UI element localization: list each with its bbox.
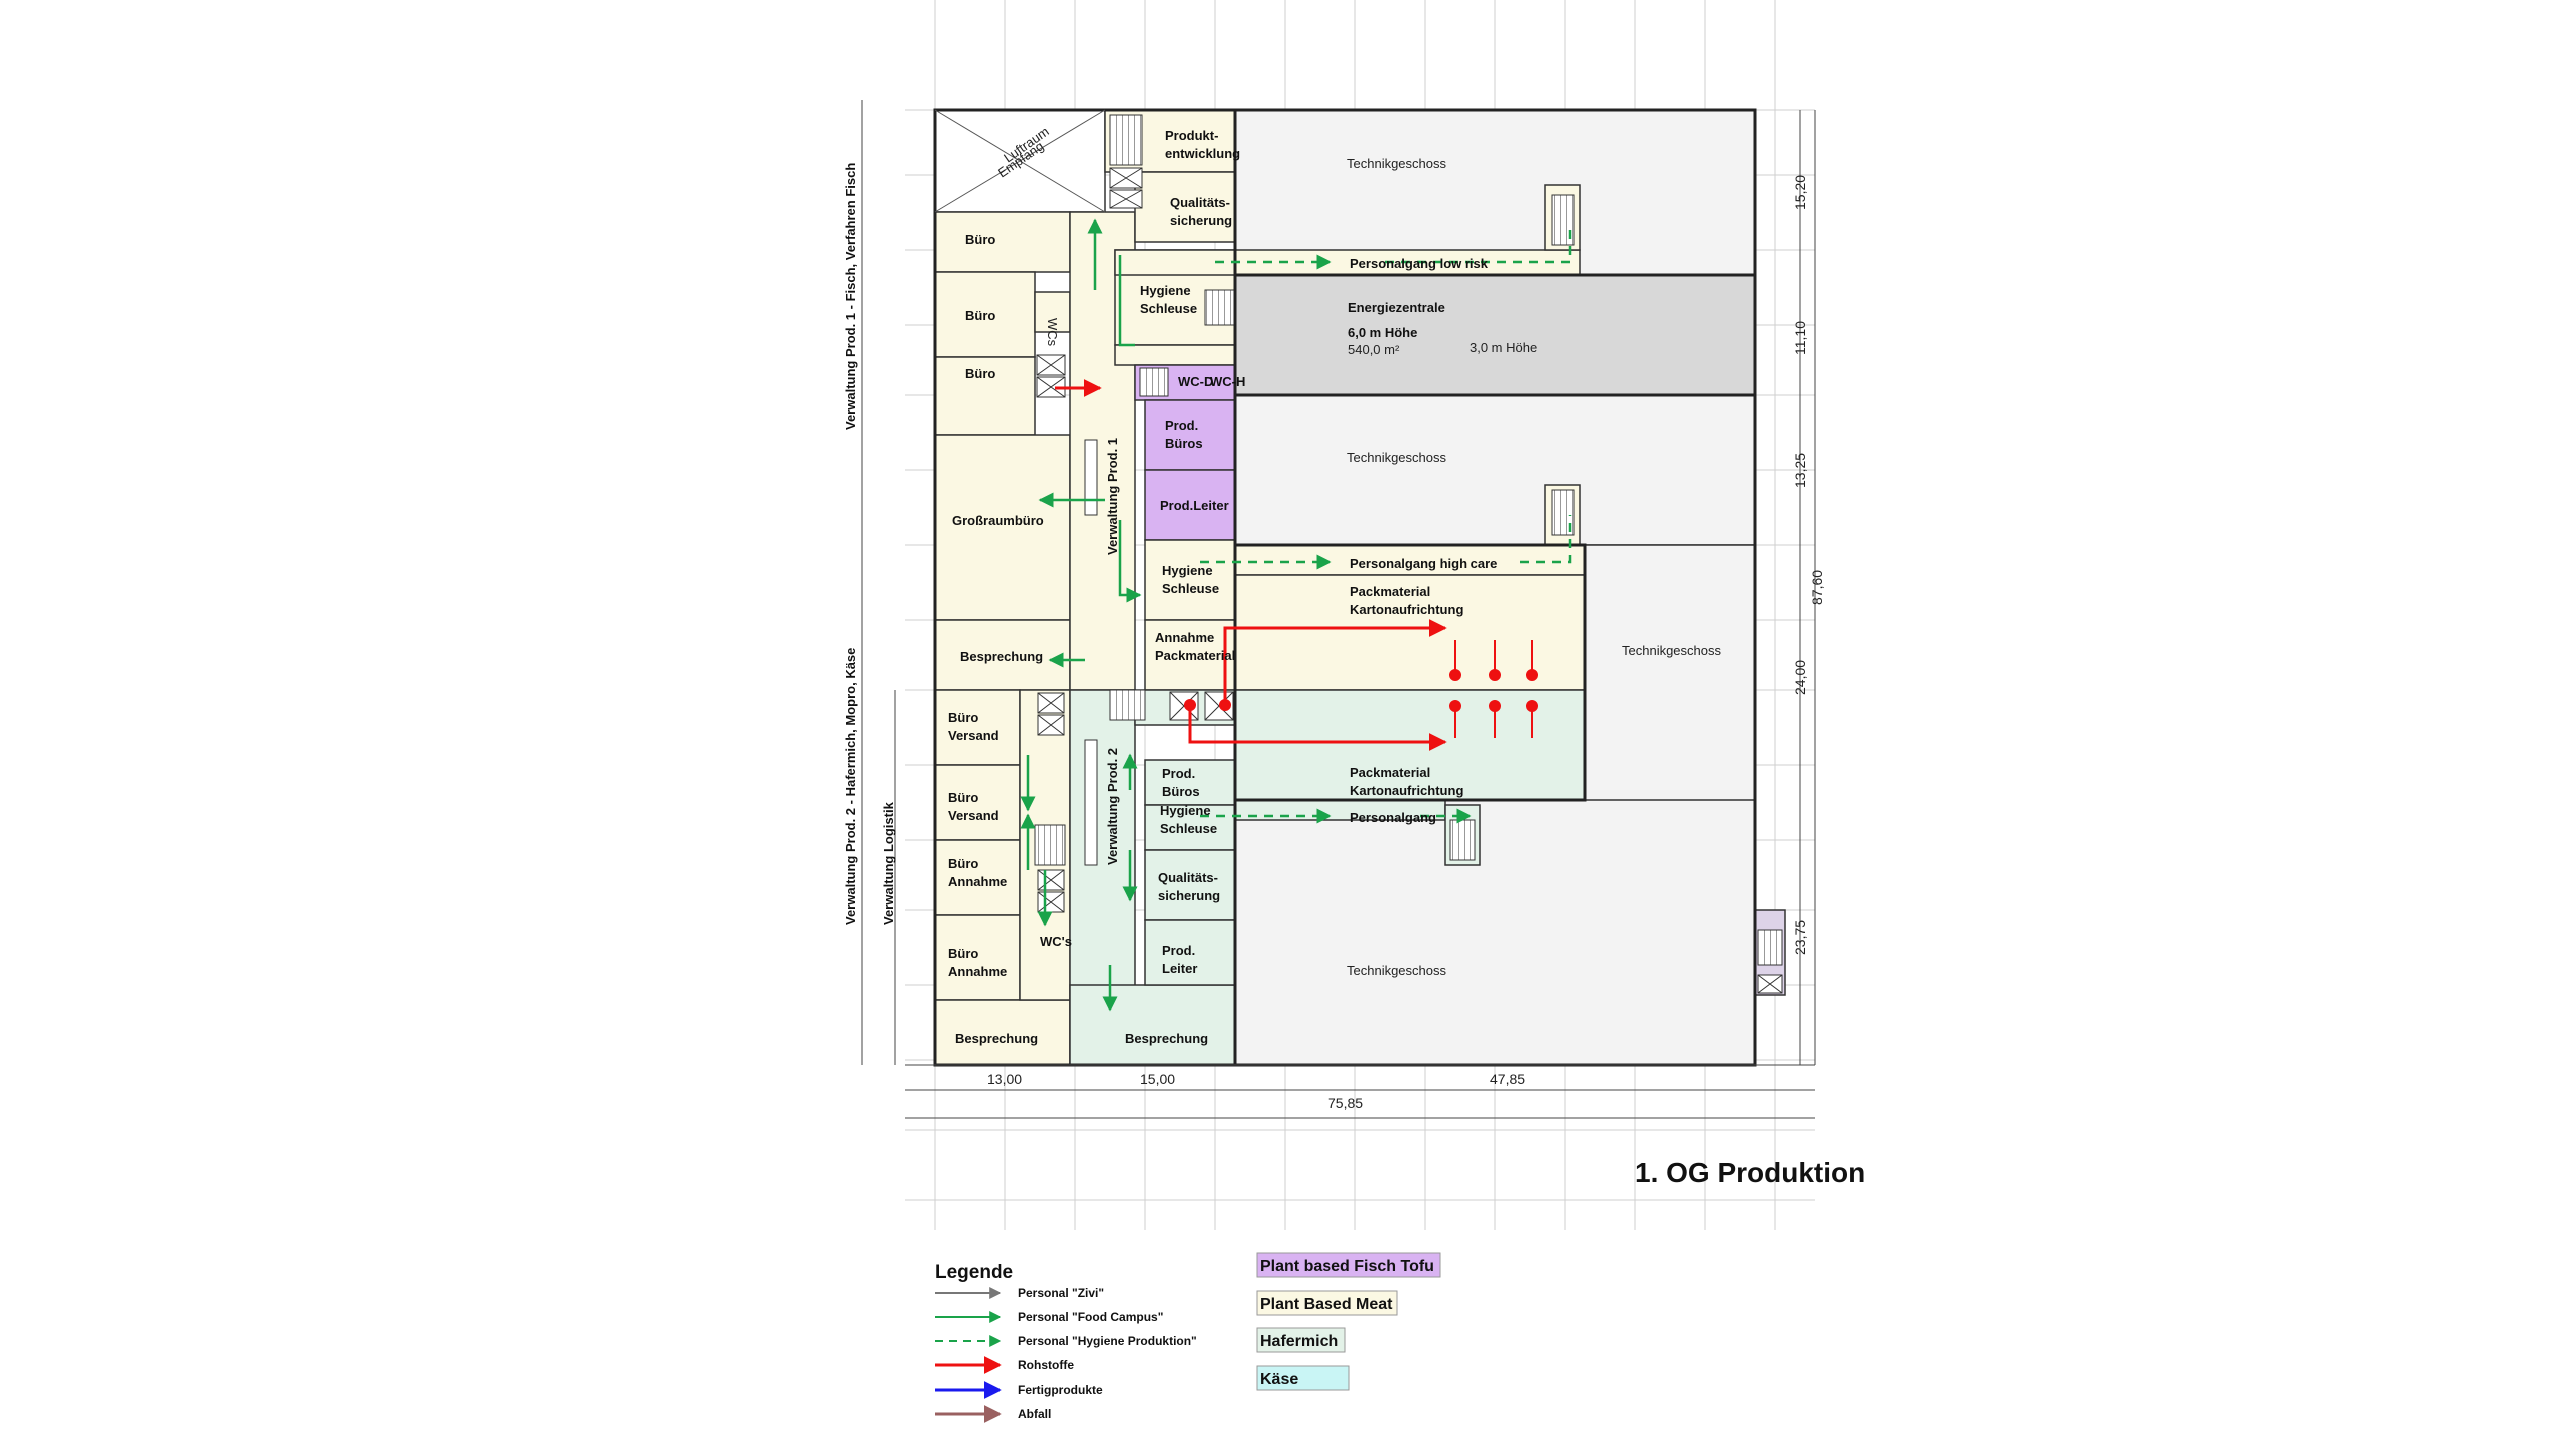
wc-d-label: WC-D [1178, 374, 1213, 389]
dim-47-85: 47,85 [1490, 1071, 1525, 1087]
besprechung-bottom-mid-label: Besprechung [1125, 1031, 1208, 1046]
swatch-fisch-label: Plant based Fisch Tofu [1260, 1258, 1434, 1275]
technik-4-label: Technikgeschoss [1347, 963, 1446, 978]
wcs-bottom-label: WC's [1040, 934, 1072, 949]
grossraumbuero-label: Großraumbüro [952, 513, 1044, 528]
legend-item-fertigprodukte: Fertigprodukte [1018, 1383, 1103, 1397]
dim-13-25: 13,25 [1792, 453, 1808, 488]
legend-item-abfall: Abfall [1018, 1407, 1051, 1421]
dim-15-20: 15,20 [1792, 175, 1808, 210]
energie-hoehe-label: 6,0 m Höhe [1348, 325, 1417, 340]
dimension-lines [861, 100, 1816, 1119]
wc-h-label: WC-H [1210, 374, 1245, 389]
legend-item-rohstoffe: Rohstoffe [1018, 1358, 1074, 1372]
prod-leiter-1-label: Prod.Leiter [1160, 498, 1229, 513]
dim-15-00: 15,00 [1140, 1071, 1175, 1087]
produktentwicklung-label: Produkt-entwicklung [1165, 128, 1240, 161]
legend-item-food-campus: Personal "Food Campus" [1018, 1310, 1163, 1324]
swatch-kaese [1256, 1365, 1350, 1391]
dim-23-75: 23,75 [1792, 920, 1808, 955]
side-label-prod1: Verwaltung Prod. 1 - Fisch, Verfahren Fi… [843, 163, 858, 430]
buero-label-2: Büro [965, 308, 995, 323]
dim-75-85: 75,85 [1328, 1095, 1363, 1111]
prod-bueros-1-label: Prod.Büros [1165, 418, 1203, 451]
buero-label-3: Büro [965, 366, 995, 381]
swatch-meat-label: Plant Based Meat [1260, 1296, 1393, 1313]
swatch-hafer [1256, 1327, 1346, 1353]
dim-24-00: 24,00 [1792, 660, 1808, 695]
personalgang-1-label: Personalgang low risk [1350, 256, 1489, 271]
besprechung-bottom-left-label: Besprechung [955, 1031, 1038, 1046]
energiezentrale-label: Energiezentrale [1348, 300, 1445, 315]
corridor-2-label: Verwaltung Prod. 2 [1105, 748, 1120, 865]
prod-bueros-2-label: Prod.Büros [1162, 766, 1200, 799]
besprechung-left-label: Besprechung [960, 649, 1043, 664]
legend-item-zivi: Personal "Zivi" [1018, 1286, 1104, 1300]
swatch-meat [1256, 1290, 1398, 1316]
flow-arrows [1020, 218, 1572, 1012]
red-markers [1184, 640, 1538, 738]
personalgang-2-label: Personalgang high care [1350, 556, 1497, 571]
corridor-1-label: Verwaltung Prod. 1 [1105, 438, 1120, 555]
prod-leiter-2-label: Prod.Leiter [1162, 943, 1197, 976]
side-label-prod2: Verwaltung Prod. 2 - Hafermich, Mopro, K… [843, 648, 858, 925]
technik-2-label: Technikgeschoss [1347, 450, 1446, 465]
energie-flaeche-label: 540,0 m² [1348, 342, 1400, 357]
luftraum-symbol [934, 109, 1106, 213]
legend-item-hygiene: Personal "Hygiene Produktion" [1018, 1334, 1197, 1348]
wcs-top-label: WCs [1045, 318, 1060, 347]
energie-hoehe2-label: 3,0 m Höhe [1470, 340, 1537, 355]
side-label-logistik: Verwaltung Logistik [881, 801, 896, 925]
technik-3-label: Technikgeschoss [1622, 643, 1721, 658]
dimension-labels: 15,20 11,10 13,25 24,00 87,60 23,75 13,0… [987, 175, 1825, 1111]
swatch-fisch [1256, 1252, 1441, 1278]
qualitaet-bottom-label: Qualitäts-sicherung [1158, 870, 1220, 903]
legend-title: Legende [935, 1262, 1013, 1283]
dim-87-60: 87,60 [1809, 570, 1825, 605]
stairs-elevators [1034, 114, 1783, 994]
dim-13-00: 13,00 [987, 1071, 1022, 1087]
personalgang-3-label: Personalgang [1350, 810, 1436, 825]
plan-title: 1. OG Produktion [1635, 1157, 1865, 1188]
legend: Legende Personal "Zivi" Personal "Food C… [935, 1252, 1441, 1423]
technik-1-label: Technikgeschoss [1347, 156, 1446, 171]
swatch-kaese-label: Käse [1260, 1371, 1298, 1388]
side-labels: Verwaltung Prod. 1 - Fisch, Verfahren Fi… [843, 163, 896, 925]
swatch-hafer-label: Hafermich [1260, 1333, 1338, 1350]
dim-11-10: 11,10 [1792, 321, 1808, 355]
qualitaet-top-label: Qualitäts-sicherung [1170, 195, 1232, 228]
buero-label-1: Büro [965, 232, 995, 247]
